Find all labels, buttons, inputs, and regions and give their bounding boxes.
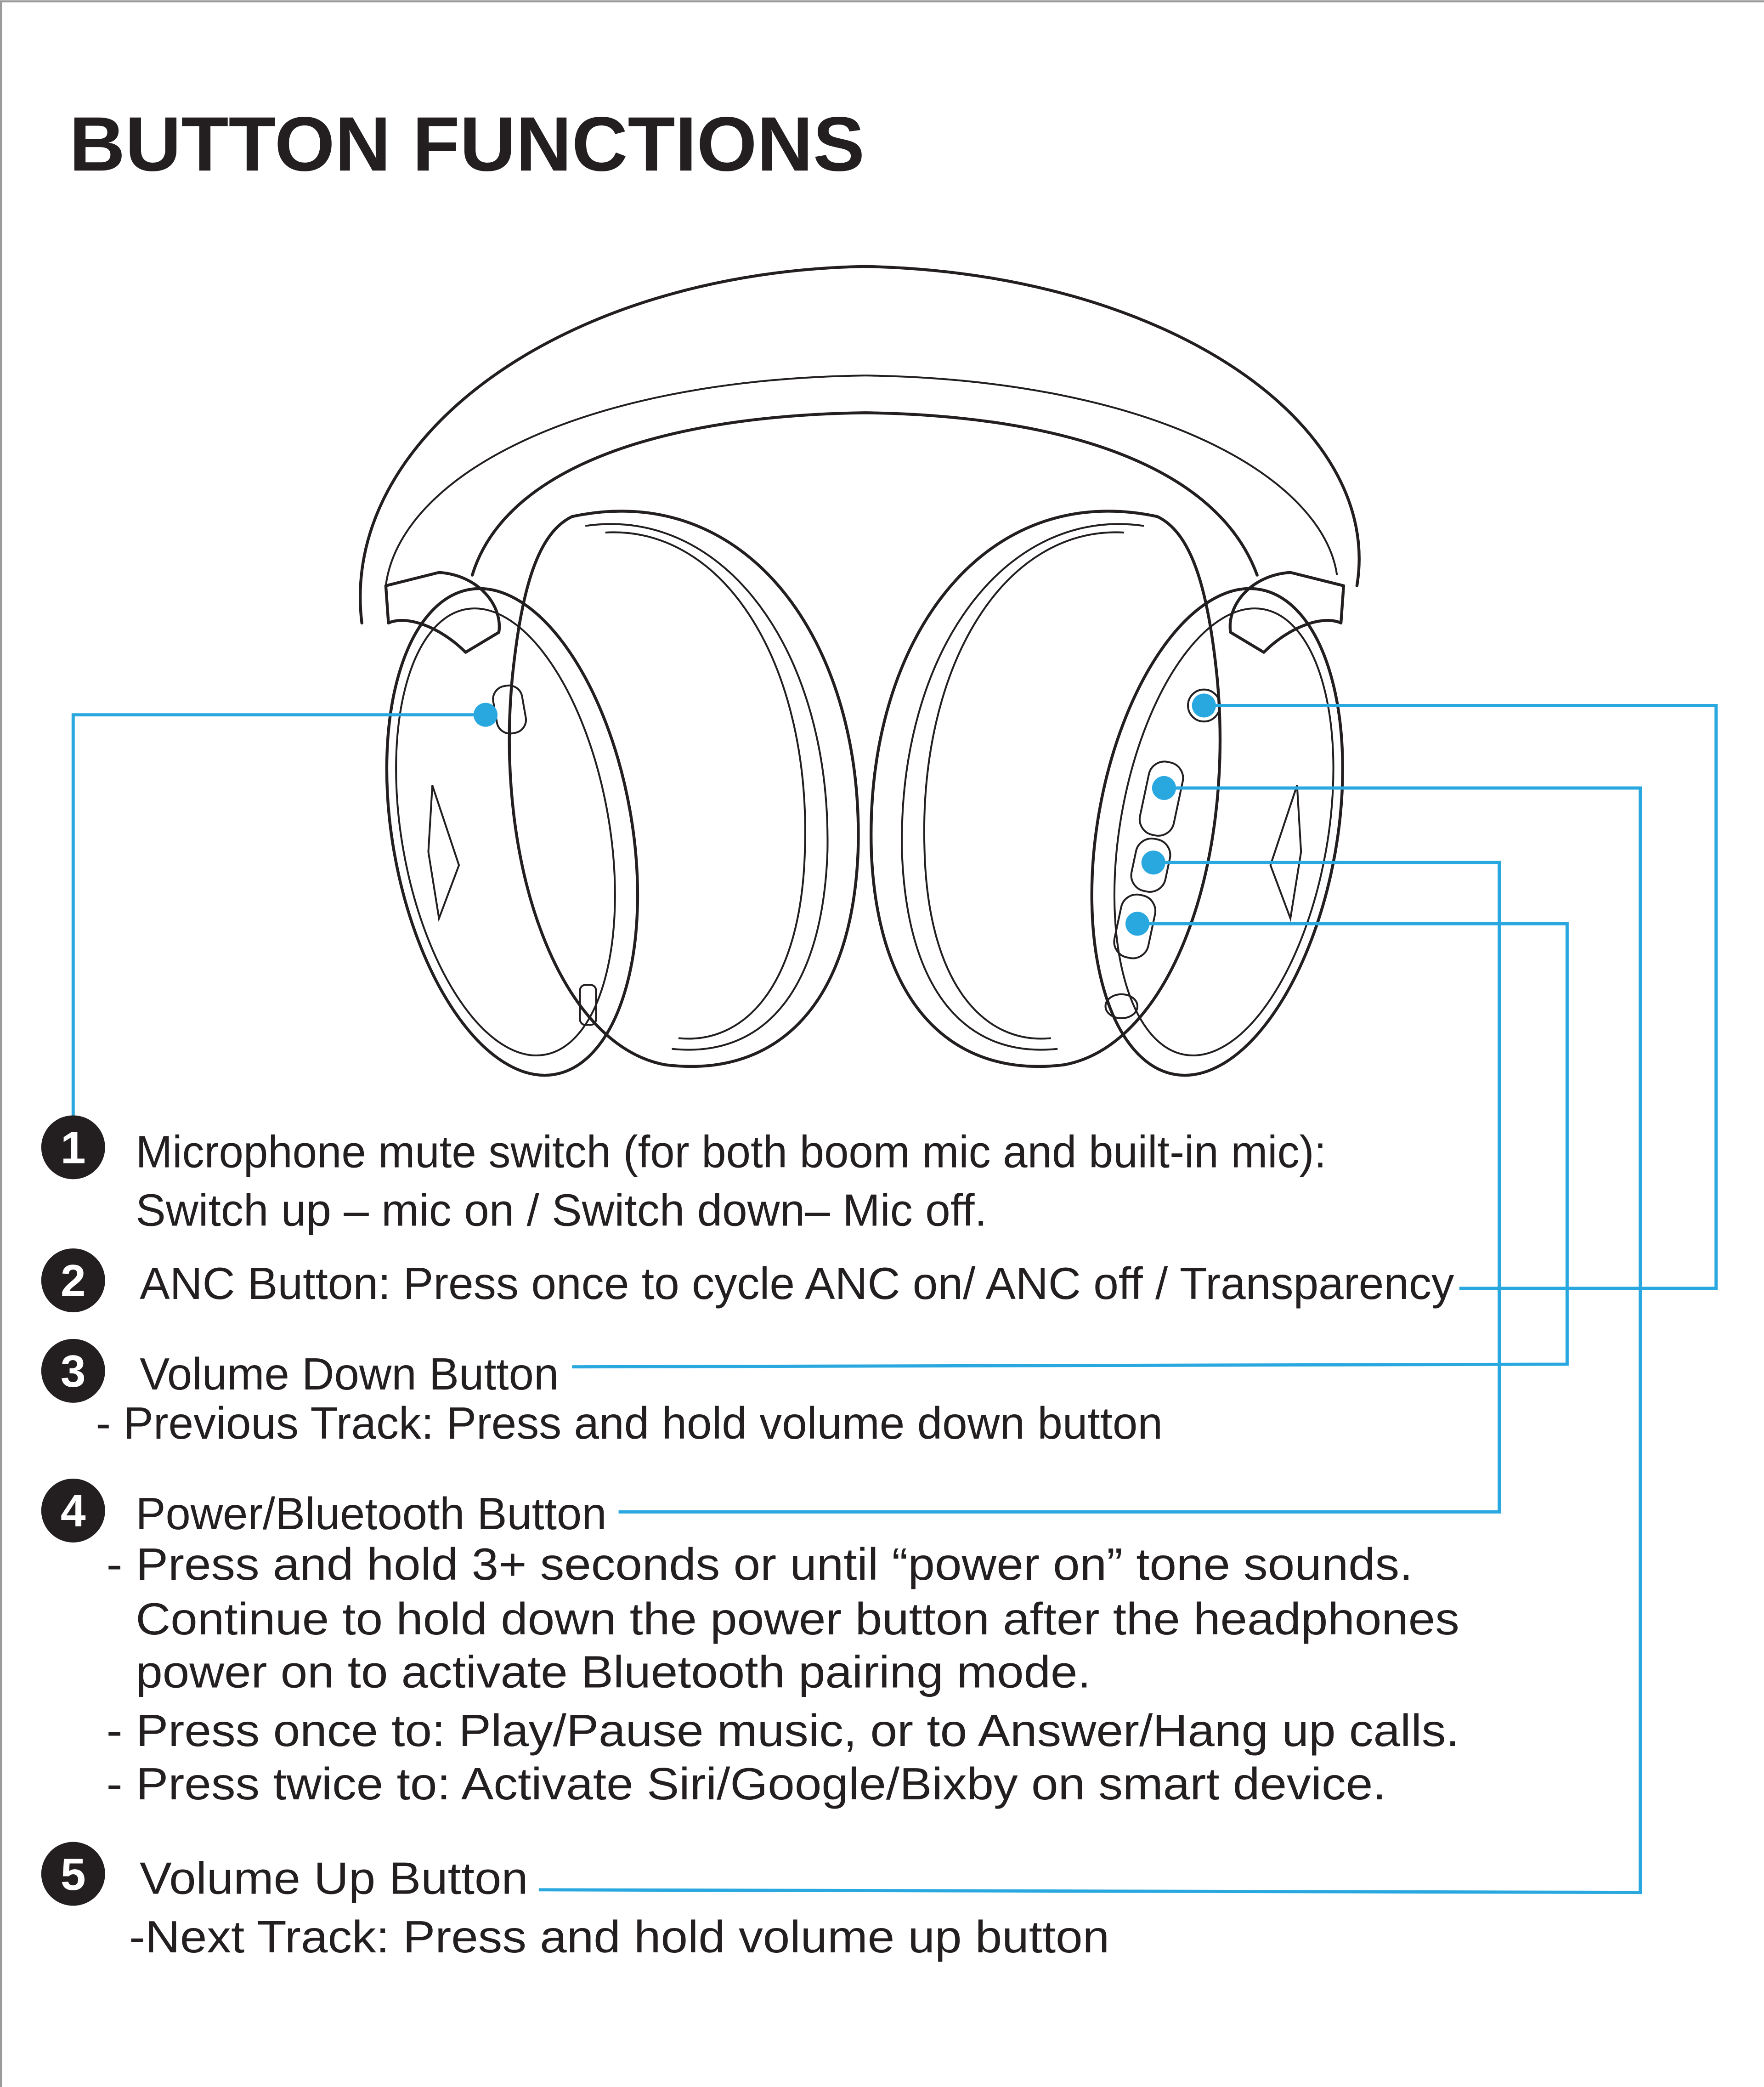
item-2-line-1: ANC Button: Press once to cycle ANC on/ … — [140, 1258, 1454, 1309]
callout-line-3 — [572, 922, 1569, 1369]
item-3: 3 Volume Down Button - Previous Track: P… — [41, 1338, 1163, 1448]
headband-inner — [470, 411, 1259, 577]
item-4-line-6: - Press twice to: Activate Siri/Google/B… — [107, 1758, 1386, 1809]
item-4: 4 Power/Bluetooth Button - Press and hol… — [41, 1478, 1459, 1809]
left-earcup — [384, 510, 860, 1077]
anc-button-marker — [1192, 693, 1216, 718]
callout-line-5 — [538, 786, 1642, 1894]
number-badge-5 — [41, 1842, 105, 1906]
item-4-line-1: Power/Bluetooth Button — [136, 1488, 606, 1539]
callout-line-4 — [618, 861, 1501, 1514]
number-3: 3 — [61, 1346, 86, 1396]
number-badge-4 — [41, 1478, 105, 1543]
item-1: 1 Microphone mute switch (for both boom … — [41, 1115, 1326, 1236]
number-4: 4 — [61, 1486, 86, 1536]
headband-outer — [359, 265, 1361, 625]
volume-up-marker — [1152, 776, 1176, 800]
callout-line-1 — [71, 713, 486, 1116]
headphones-illustration — [359, 265, 1361, 1077]
power-button-marker — [1141, 851, 1165, 875]
page-title: BUTTON FUNCTIONS — [69, 101, 865, 187]
callout-lines — [71, 693, 1718, 1894]
item-3-line-2: - Previous Track: Press and hold volume … — [96, 1398, 1163, 1448]
item-5-line-1: Volume Up Button — [140, 1853, 528, 1903]
item-3-line-1: Volume Down Button — [140, 1349, 559, 1399]
item-4-line-2: - Press and hold 3+ seconds or until “po… — [107, 1539, 1413, 1589]
mic-mute-switch-marker — [473, 703, 498, 727]
item-1-line-1: Microphone mute switch (for both boom mi… — [136, 1126, 1326, 1177]
number-1: 1 — [61, 1123, 86, 1173]
number-badge-2 — [41, 1248, 105, 1312]
item-5-line-2: -Next Track: Press and hold volume up bu… — [129, 1911, 1109, 1962]
volume-down-marker — [1125, 912, 1150, 936]
item-4-line-4: power on to activate Bluetooth pairing m… — [136, 1647, 1091, 1697]
item-4-line-3: Continue to hold down the power button a… — [136, 1594, 1459, 1644]
callout-line-2 — [1204, 703, 1718, 1290]
number-2: 2 — [61, 1255, 86, 1306]
number-badge-1 — [41, 1115, 105, 1180]
item-2: 2 ANC Button: Press once to cycle ANC on… — [41, 1248, 1454, 1312]
item-1-line-2: Switch up – mic on / Switch down– Mic of… — [136, 1185, 987, 1236]
right-earcup — [870, 510, 1346, 1077]
number-badge-3 — [41, 1338, 105, 1403]
item-4-line-5: - Press once to: Play/Pause music, or to… — [107, 1705, 1459, 1756]
item-5: 5 Volume Up Button -Next Track: Press an… — [41, 1842, 1109, 1962]
number-5: 5 — [61, 1849, 86, 1900]
